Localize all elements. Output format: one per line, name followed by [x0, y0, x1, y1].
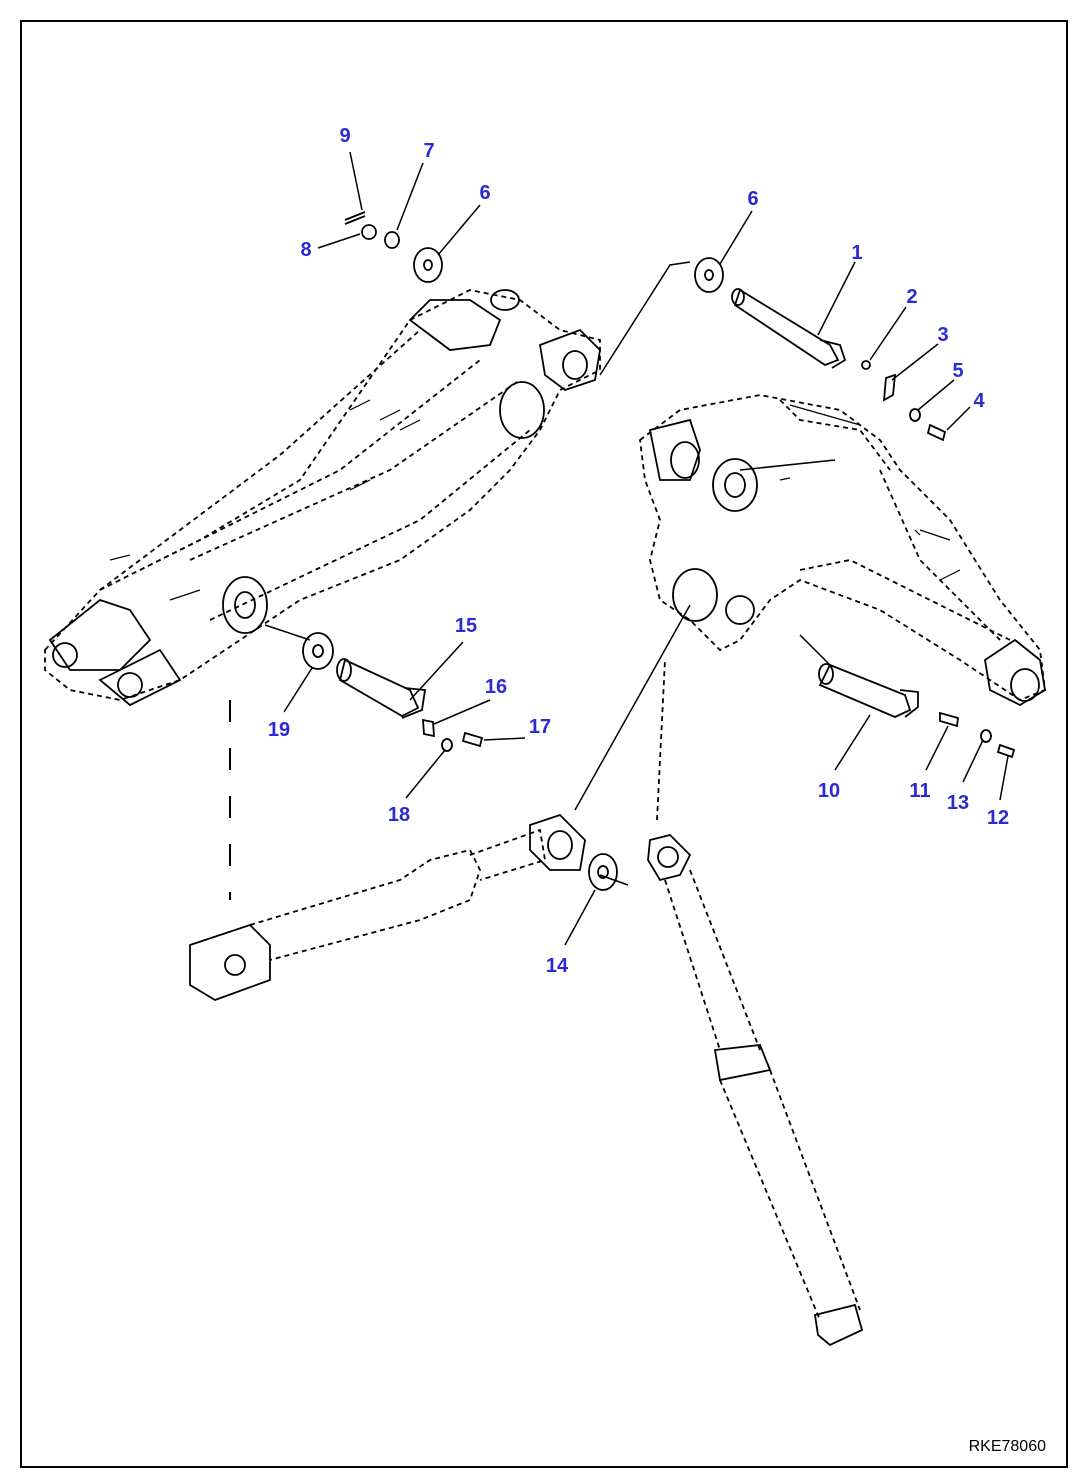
callout-10: 10 [818, 780, 840, 802]
plate-16 [422, 718, 435, 738]
callout-labels: 1 2 3 4 5 6 6 7 8 9 10 11 12 13 14 15 16… [268, 125, 1009, 977]
drawing-code: RKE78060 [969, 1438, 1046, 1455]
callout-12: 12 [987, 807, 1009, 829]
callout-19: 19 [268, 719, 290, 741]
callout-8: 8 [300, 239, 311, 261]
shim-19 [302, 632, 334, 670]
bolt-11 [939, 711, 959, 728]
plate-3 [882, 373, 897, 402]
callout-4: 4 [973, 390, 985, 412]
drawing-frame [20, 20, 1068, 1468]
boom-assembly [639, 394, 1046, 707]
callout-5: 5 [952, 360, 963, 382]
callout-16: 16 [485, 676, 507, 698]
shim-6b [694, 257, 724, 293]
arm-cylinder [189, 813, 586, 1001]
bolt-4 [926, 423, 947, 442]
callout-6-arm: 6 [479, 182, 490, 204]
callout-11: 11 [909, 780, 930, 802]
callout-2: 2 [906, 286, 917, 308]
bolt-12 [996, 743, 1016, 759]
cotter-pin-9 [344, 211, 366, 225]
callout-15: 15 [455, 615, 477, 637]
pin-10 [818, 663, 919, 718]
callout-leaders [283, 151, 1009, 946]
connection-lines [229, 261, 836, 900]
pin-15 [336, 658, 427, 719]
washer-5 [909, 408, 921, 422]
shim-6a [413, 247, 443, 283]
washer-13 [980, 729, 992, 743]
bolt-17 [461, 731, 484, 748]
callout-1: 1 [851, 242, 862, 264]
callout-7: 7 [423, 140, 434, 162]
callout-14: 14 [546, 955, 569, 977]
washer-18 [441, 738, 453, 752]
callout-6-boom: 6 [747, 188, 758, 210]
arm-assembly [44, 289, 601, 707]
callout-9: 9 [339, 125, 350, 147]
bolt-2 [861, 360, 871, 370]
pin-1 [731, 288, 847, 369]
callout-18: 18 [388, 804, 410, 826]
washer-7 [384, 231, 400, 249]
callout-13: 13 [947, 792, 969, 814]
boom-cylinder [647, 834, 864, 1347]
callout-17: 17 [529, 716, 551, 738]
nut-8 [361, 224, 377, 240]
callout-3: 3 [937, 324, 948, 346]
shim-14 [588, 853, 618, 891]
